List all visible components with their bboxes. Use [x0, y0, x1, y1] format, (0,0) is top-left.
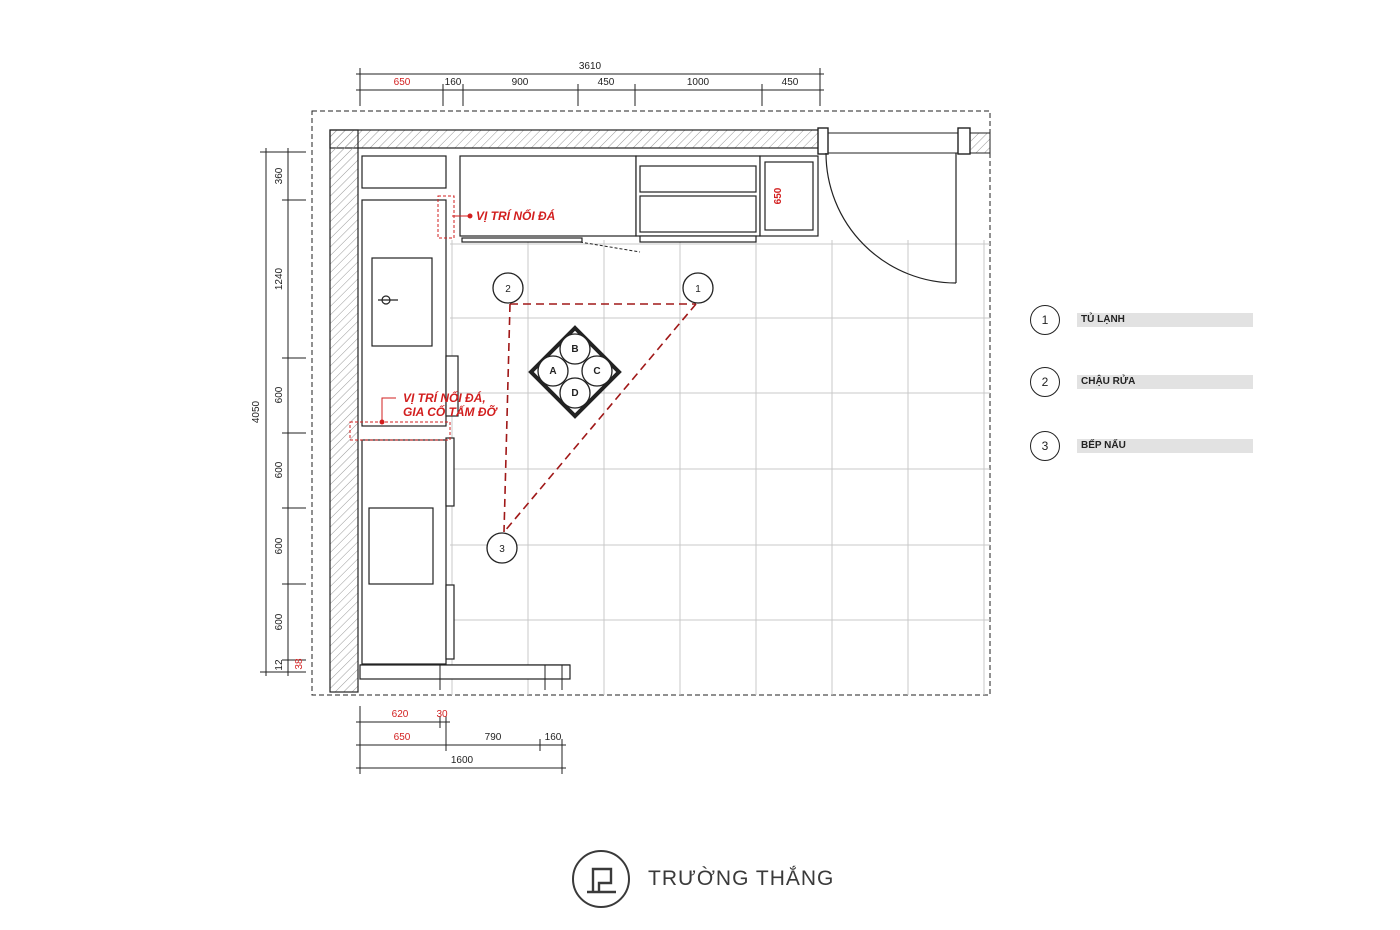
legend-label: BẾP NẤU [1081, 440, 1126, 451]
svg-text:D: D [571, 388, 578, 399]
dim-left-5: 600 [274, 537, 285, 554]
brand: TRƯỜNG THẮNG [572, 850, 834, 908]
door-swing [825, 152, 957, 284]
dim-left-red: 38 [294, 658, 305, 670]
floor-tile-grid [450, 240, 990, 695]
triangle-marker-3: 3 [486, 532, 518, 564]
top-dimensions [356, 68, 824, 106]
note-stone-joint-reinforce-2: GIA CỐ TẤM ĐỠ [403, 404, 499, 419]
seat-d [559, 377, 591, 409]
dim-left-6: 600 [274, 613, 285, 630]
brand-logo-icon [572, 850, 630, 908]
brand-name: TRƯỜNG THẮNG [648, 867, 835, 890]
svg-text:A: A [549, 366, 556, 377]
note-leader-lines [379, 213, 473, 425]
dim-bottom-620: 620 [392, 709, 409, 720]
legend-bar [1077, 439, 1253, 453]
dim-bottom-160: 160 [545, 732, 562, 743]
svg-text:2: 2 [505, 284, 511, 295]
dim-top-total: 3610 [579, 61, 602, 72]
legend-label: CHẬU RỬA [1081, 376, 1136, 387]
dim-left-3: 600 [274, 386, 285, 403]
left-cabinets [361, 199, 459, 665]
note-stone-joint: VỊ TRÍ NỐI ĐÁ [476, 208, 555, 223]
legend-bar [1077, 375, 1253, 389]
seat-c [581, 355, 613, 387]
dim-left-total: 4050 [251, 400, 262, 423]
dim-bottom-30: 30 [436, 709, 448, 720]
walls [329, 127, 991, 693]
dim-bottom-total: 1600 [451, 755, 474, 766]
svg-text:B: B [571, 344, 578, 355]
outer-boundary [311, 110, 991, 696]
triangle-marker-2: 2 [492, 272, 524, 304]
seat-a [537, 355, 569, 387]
left-dimensions [260, 148, 306, 676]
legend-bar [1077, 313, 1253, 327]
stone-joint-markers [349, 195, 455, 441]
svg-text:1: 1 [695, 284, 701, 295]
dining-table: A B C D [528, 325, 622, 419]
dim-top-2: 160 [445, 77, 462, 88]
svg-text:3: 3 [499, 544, 505, 555]
triangle-marker-1: 1 [682, 272, 714, 304]
dim-top-5: 1000 [687, 77, 710, 88]
legend-number: 1 [1030, 305, 1060, 335]
dim-left-2: 1240 [274, 267, 285, 290]
seat-b [559, 333, 591, 365]
legend-item-sink: 2 CHẬU RỬA [1030, 366, 1253, 398]
note-stone-joint-reinforce-1: VỊ TRÍ NỐI ĐÁ, [403, 390, 486, 405]
bottom-dimensions [356, 706, 566, 774]
legend-number: 2 [1030, 367, 1060, 397]
dim-bottom-650: 650 [394, 732, 411, 743]
legend-number: 3 [1030, 431, 1060, 461]
dim-top-4: 450 [598, 77, 615, 88]
dim-bottom-790: 790 [485, 732, 502, 743]
dim-top-6: 450 [782, 77, 799, 88]
legend-item-fridge: 1 TỦ LẠNH [1030, 304, 1253, 336]
legend-label: TỦ LẠNH [1081, 314, 1125, 325]
work-triangle [503, 303, 697, 533]
dim-fridge-depth: 650 [773, 187, 784, 204]
dim-top-1: 650 [394, 77, 411, 88]
dim-left-7: 12 [274, 659, 285, 671]
svg-text:C: C [593, 366, 600, 377]
top-cabinets [361, 155, 819, 243]
dim-left-4: 600 [274, 461, 285, 478]
dim-top-3: 900 [512, 77, 529, 88]
legend-item-stove: 3 BẾP NẤU [1030, 430, 1253, 462]
dim-left-1: 360 [274, 167, 285, 184]
